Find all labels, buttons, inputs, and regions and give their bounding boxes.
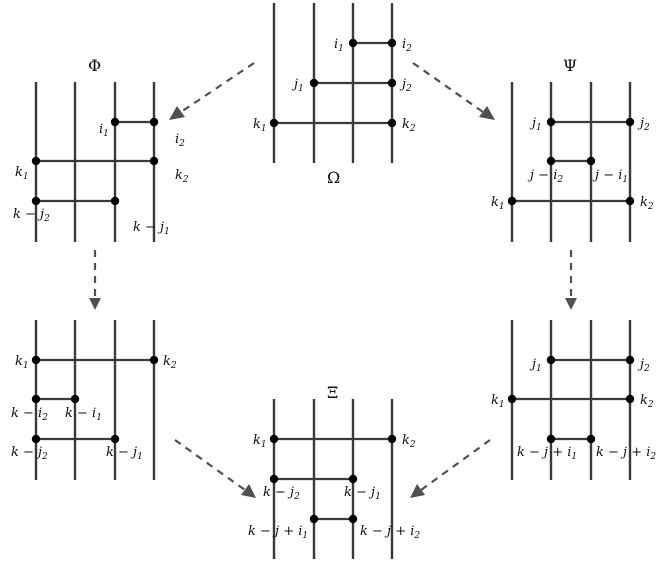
label-k-minus-j2: k − j2 [11,445,48,462]
node [269,474,279,484]
node [110,196,120,206]
diagram-title-xi: Ξ [327,383,338,402]
label-k1: k1 [253,117,267,134]
node [149,355,159,365]
label-k1: k1 [15,354,29,371]
diagram-psi-next: j1 j2 k1 k2 k − j + i1 k − j + i2 [491,320,656,480]
node [31,355,41,365]
node [149,156,159,166]
label-k-minus-j-plus-i2: k − j + i2 [596,445,656,462]
node [586,434,596,444]
label-k-minus-j-plus-i1: k − j + i1 [248,524,308,541]
arrow-psi-next-to-xi [410,439,491,498]
node [309,78,319,88]
node [149,117,159,127]
node [31,434,41,444]
node [507,196,517,206]
label-k2: k2 [175,168,189,185]
label-j-minus-i1: j − i1 [592,168,628,185]
node [625,394,635,404]
diagram-title-psi: Ψ [563,56,577,75]
node [348,474,358,484]
label-j2: j2 [399,77,412,94]
arrowhead-icon [479,106,495,120]
node [70,394,80,404]
label-k1: k1 [491,393,505,410]
arrowhead-icon [565,298,577,310]
node [546,117,556,127]
label-i1: i1 [334,37,344,54]
diagram-phi: Φ i1 i2 k1 k2 k − j2 k − j1 [13,56,189,242]
label-i1: i1 [99,122,109,139]
label-k-minus-j-plus-i1: k − j + i1 [517,445,577,462]
node [110,117,120,127]
node [309,514,319,524]
diagram-title-phi: Φ [88,56,101,75]
node [387,78,397,88]
label-k2: k2 [402,433,416,450]
node [348,514,358,524]
label-j2: j2 [637,116,650,133]
node [625,355,635,365]
node [269,434,279,444]
diagram-phi-next: k1 k2 k − i2 k − i1 k − j2 k − j1 [11,320,177,480]
node [625,117,635,127]
node [507,394,517,404]
label-j1: j1 [529,357,542,374]
label-k-minus-j1: k − j1 [344,485,381,502]
node [387,434,397,444]
label-k1: k1 [15,165,29,182]
label-k1: k1 [491,195,505,212]
node [546,434,556,444]
label-k-minus-i2: k − i2 [11,406,48,423]
label-i2: i2 [175,132,185,149]
node [31,196,41,206]
diagram-title-omega: Ω [327,168,340,187]
node [387,38,397,48]
label-k2: k2 [640,195,654,212]
label-j1: j1 [529,116,542,133]
arrowhead-icon [410,484,425,498]
label-j2: j2 [637,357,650,374]
label-j-minus-i2: j − i2 [527,168,563,185]
arrowhead-icon [241,484,256,498]
arrow-psi-to-psi-next [565,250,577,310]
label-k1: k1 [253,433,267,450]
arrow-phi-to-phi-next [89,250,101,310]
label-k-minus-j2: k − j2 [263,485,300,502]
node [586,156,596,166]
label-k-minus-j1: k − j1 [106,445,143,462]
node [31,394,41,404]
label-k2: k2 [640,393,654,410]
node [348,38,358,48]
node [269,118,279,128]
label-k-minus-j2: k − j2 [13,207,50,224]
label-k-minus-i1: k − i1 [65,406,102,423]
label-k2: k2 [402,117,416,134]
arrowhead-icon [89,298,101,310]
arrow-omega-to-psi [412,62,495,120]
arrow-phi-next-to-xi [174,439,256,498]
node [387,118,397,128]
label-k2: k2 [163,354,177,371]
node [546,355,556,365]
arrowhead-icon [169,106,185,120]
diagram-xi: Ξ k1 k2 k − j2 k − j1 k − j + i1 k − j +… [248,383,420,559]
label-k-minus-j-plus-i2: k − j + i2 [360,524,420,541]
node [110,434,120,444]
label-k-minus-j1: k − j1 [133,220,170,237]
node [546,156,556,166]
diagram-omega: i1 i2 j1 j2 k1 k2 Ω [253,3,416,187]
arrow-omega-to-phi [169,62,255,120]
label-j1: j1 [291,77,304,94]
diagram-psi: Ψ j1 j2 j − i2 j − i1 k1 k2 [491,56,654,242]
node [625,196,635,206]
label-i2: i2 [402,37,412,54]
node [31,156,41,166]
